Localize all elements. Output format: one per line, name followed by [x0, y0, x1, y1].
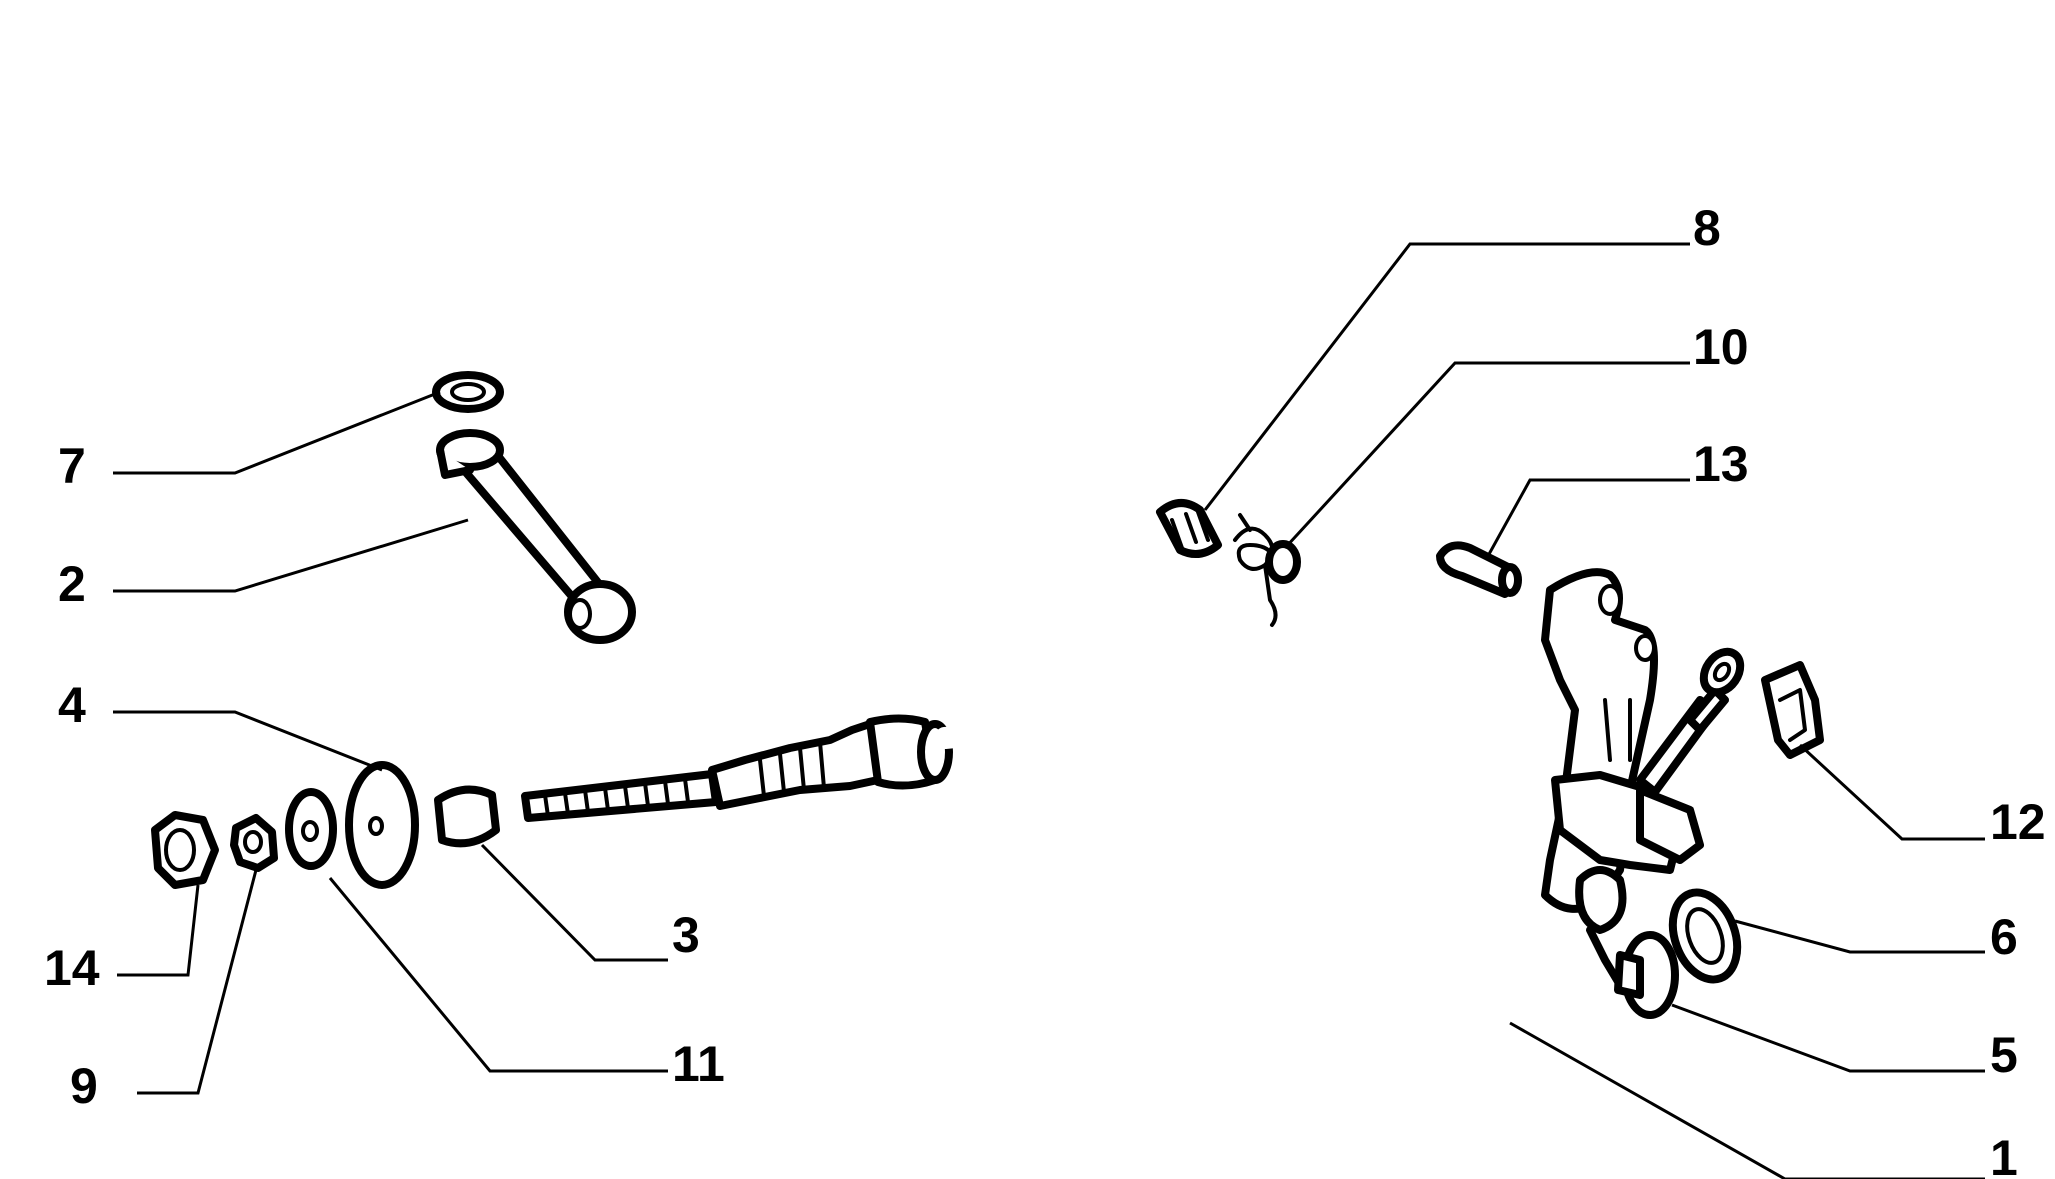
leader-14 — [117, 884, 200, 977]
leader-lines — [113, 242, 1985, 1179]
leader-7 — [113, 390, 441, 475]
callout-9: 9 — [70, 1058, 98, 1114]
part-5-boot — [1614, 931, 1679, 1019]
callout-6: 6 — [1990, 909, 2018, 965]
callout-10: 10 — [1693, 319, 1749, 375]
leader-8 — [1203, 242, 1690, 511]
callout-11: 11 — [672, 1036, 725, 1092]
part-8-spring-bushing — [1156, 499, 1222, 558]
leader-1 — [1509, 1021, 1985, 1179]
part-7-lock-washer — [432, 371, 504, 413]
part-13-pin — [1436, 541, 1522, 598]
leader-6 — [1734, 919, 1985, 954]
leader-3 — [480, 843, 668, 962]
part-11-flat-washer — [285, 788, 337, 870]
callout-2: 2 — [58, 556, 86, 612]
push-rod — [1636, 647, 1745, 796]
leader-10 — [1283, 361, 1690, 550]
leader-12 — [1798, 743, 1985, 841]
callout-4: 4 — [58, 677, 86, 733]
part-12-clip — [1761, 661, 1824, 759]
part-6-seal-ring — [1668, 888, 1742, 984]
callout-numbers: 7 2 4 14 9 11 3 8 10 13 12 6 5 1 — [44, 200, 2046, 1179]
callout-13: 13 — [1693, 436, 1749, 492]
callout-1: 1 — [1990, 1130, 2018, 1179]
leader-11 — [328, 877, 668, 1073]
callout-12: 12 — [1990, 794, 2046, 850]
callout-8: 8 — [1693, 200, 1721, 256]
leader-13 — [1486, 478, 1690, 557]
part-4-large-washer — [345, 761, 419, 889]
callout-7: 7 — [58, 438, 86, 494]
part-10-return-spring — [1233, 513, 1301, 627]
callout-3: 3 — [672, 907, 700, 963]
callout-14: 14 — [44, 940, 100, 996]
callout-5: 5 — [1990, 1027, 2018, 1083]
part-3-bushing — [434, 785, 500, 848]
part-9-small-nut — [230, 814, 278, 872]
part-14-hex-nut — [151, 811, 219, 889]
part-2-link-arm — [436, 429, 636, 644]
leader-4 — [113, 710, 383, 772]
leader-9 — [137, 869, 258, 1095]
leader-5 — [1671, 1003, 1985, 1073]
part-1-cable-sheath — [934, 725, 1585, 1014]
cable-threaded-end — [521, 714, 953, 822]
leader-2 — [113, 518, 469, 593]
